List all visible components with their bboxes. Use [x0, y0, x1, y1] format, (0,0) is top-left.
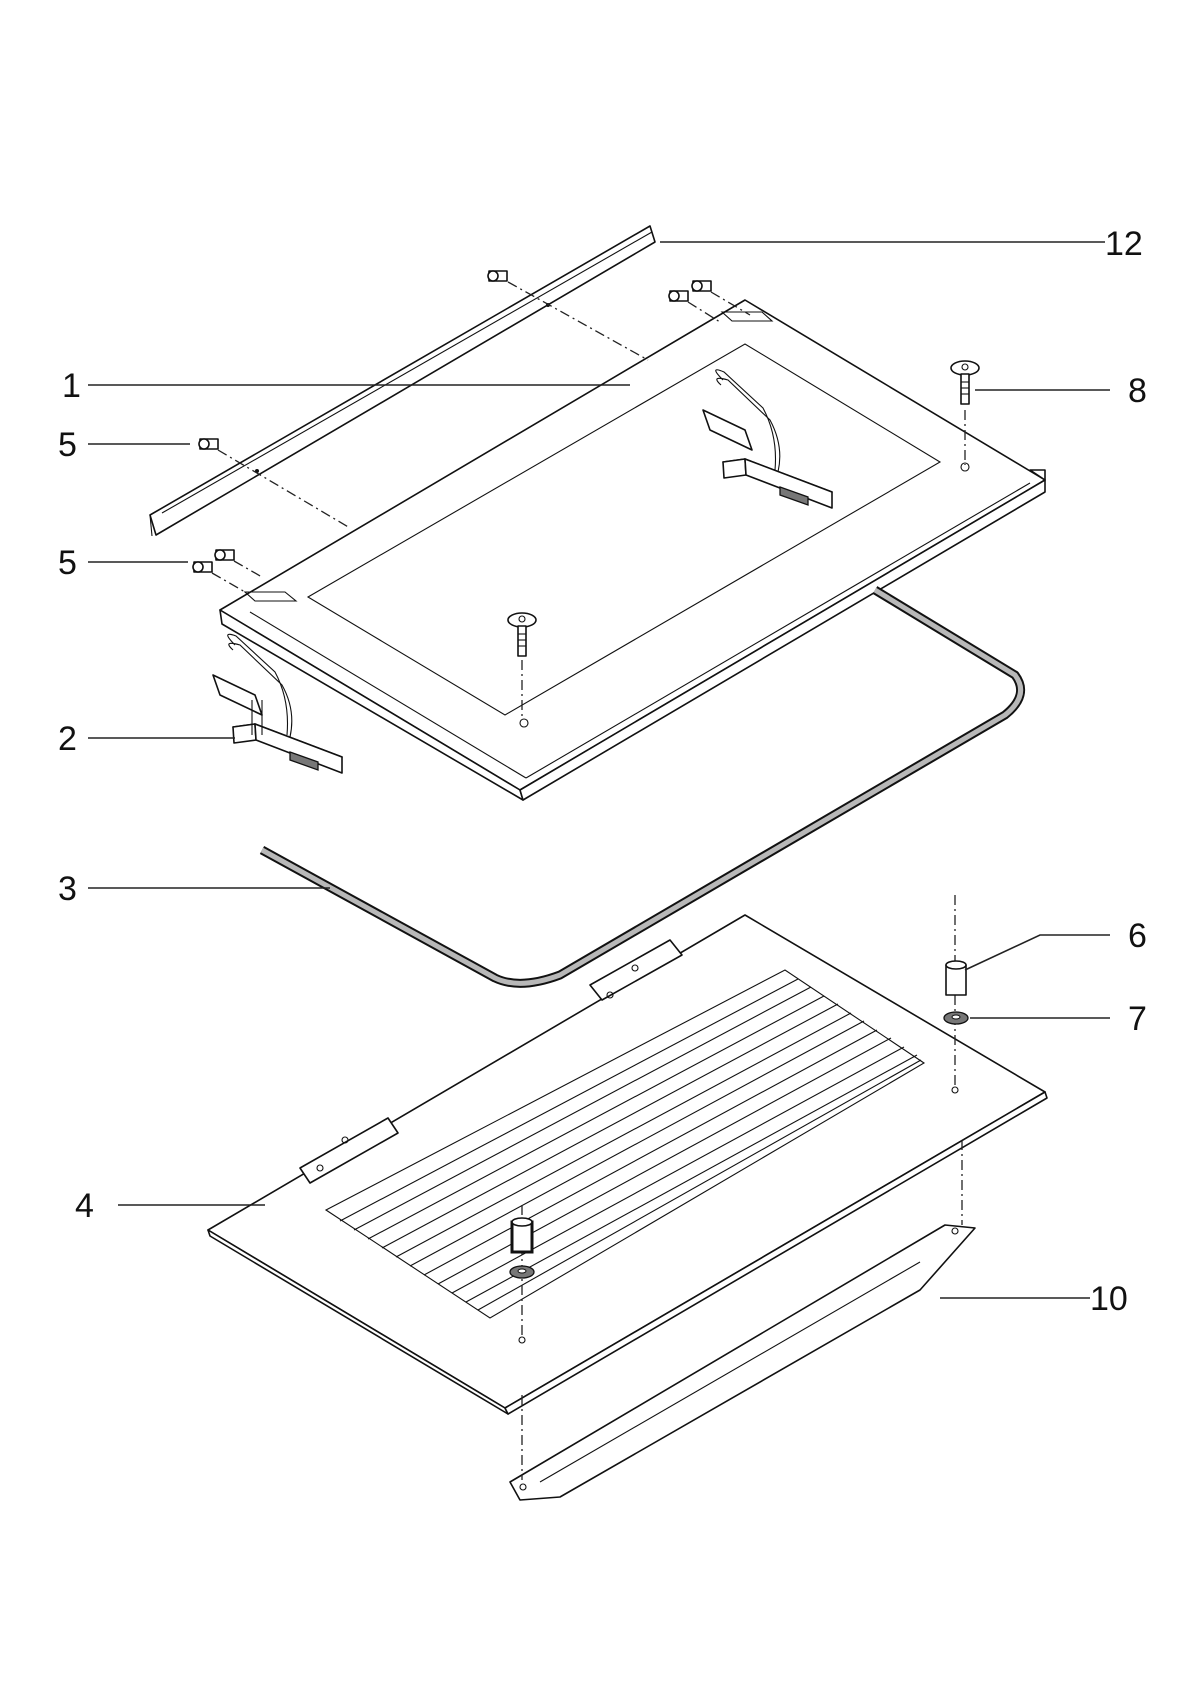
screw-center: [507, 612, 537, 657]
washer-center: [509, 1265, 535, 1279]
screw-5-left-lower-a: [214, 549, 235, 561]
screw-5-top-right-a: [691, 280, 712, 292]
part-3-gasket: [259, 586, 1026, 988]
part-10-bar: [509, 1224, 976, 1501]
callout-1: 1: [62, 367, 81, 405]
screw-5-left-upper: [198, 438, 219, 450]
screw-5-top-right-b: [668, 290, 689, 302]
callout-4: 4: [75, 1187, 94, 1225]
screw-8: [950, 360, 980, 405]
callout-labels: 12 1 8 5 5 2 3 6 7 4 10: [58, 225, 1147, 1318]
callout-2: 2: [58, 720, 77, 758]
part-1-door-panel: [219, 299, 1046, 801]
callout-5a: 5: [58, 426, 77, 464]
part-7-washer: [943, 1011, 969, 1025]
callout-3: 3: [58, 870, 77, 908]
callout-6: 6: [1128, 917, 1147, 955]
part-6-spacer: [945, 960, 967, 996]
leader-lines: [88, 241, 1110, 1299]
callout-8: 8: [1128, 372, 1147, 410]
screw-5-left-lower-b: [192, 561, 213, 573]
hinge-on-panel: [702, 369, 833, 509]
callout-10: 10: [1090, 1280, 1128, 1318]
vent-slots: [339, 978, 922, 1311]
callout-5b: 5: [58, 544, 77, 582]
hinge-bracket: [299, 939, 683, 1184]
screw-5-top-left: [487, 270, 508, 282]
part-2-hinge: [212, 633, 343, 774]
spacer-center: [510, 1217, 534, 1254]
callout-12: 12: [1105, 225, 1143, 263]
part-4-inner-panel: [207, 914, 1048, 1415]
callout-7: 7: [1128, 1000, 1147, 1038]
